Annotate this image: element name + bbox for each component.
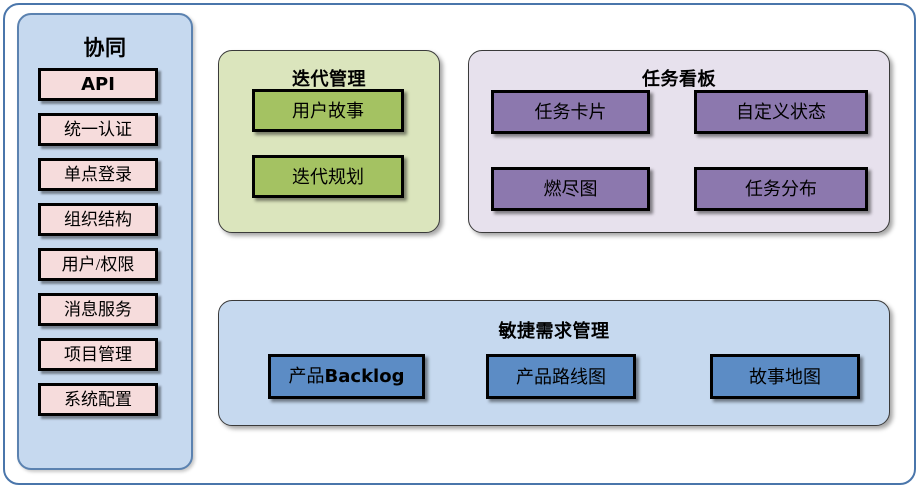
taskboard-item-custom-status-label: 自定义状态	[736, 102, 826, 122]
sidebar-item-message-service-label: 消息服务	[64, 300, 132, 319]
panel-task-board-title: 任务看板	[642, 69, 716, 90]
sidebar-item-sso[interactable]: 单点登录	[38, 158, 158, 191]
sidebar-item-user-permission[interactable]: 用户/权限	[38, 248, 158, 281]
agile-item-product-roadmap[interactable]: 产品路线图	[486, 354, 636, 399]
taskboard-item-task-distribution[interactable]: 任务分布	[694, 167, 868, 211]
taskboard-item-task-card-label: 任务卡片	[534, 102, 607, 122]
sidebar-item-unified-auth-label: 统一认证	[64, 120, 132, 139]
sidebar-item-api-label: API	[81, 73, 115, 95]
agile-item-story-map-label: 故事地图	[749, 366, 821, 387]
taskboard-item-burndown-chart[interactable]: 燃尽图	[491, 167, 650, 211]
taskboard-item-burndown-chart-label: 燃尽图	[543, 179, 598, 199]
sidebar-item-project-management[interactable]: 项目管理	[38, 338, 158, 371]
agile-item-product-backlog[interactable]: 产品Backlog	[268, 354, 425, 399]
sidebar-item-org-structure[interactable]: 组织结构	[38, 203, 158, 236]
agile-item-product-backlog-label: 产品Backlog	[288, 366, 405, 387]
iteration-item-user-story-label: 用户故事	[292, 100, 364, 121]
taskboard-item-custom-status[interactable]: 自定义状态	[694, 90, 868, 134]
sidebar-item-sso-label: 单点登录	[64, 165, 132, 184]
panel-iteration-management[interactable]: 迭代管理	[218, 50, 440, 233]
panel-collaboration-title: 协同	[83, 36, 127, 60]
taskboard-item-task-distribution-label: 任务分布	[745, 179, 817, 199]
sidebar-item-project-management-label: 项目管理	[64, 345, 132, 364]
panel-iteration-management-title: 迭代管理	[292, 69, 366, 90]
sidebar-item-system-config-label: 系统配置	[64, 390, 132, 409]
agile-item-product-roadmap-label: 产品路线图	[516, 366, 606, 387]
panel-agile-requirement-management-title: 敏捷需求管理	[498, 321, 610, 342]
iteration-item-iteration-planning-label: 迭代规划	[292, 166, 364, 187]
sidebar-item-message-service[interactable]: 消息服务	[38, 293, 158, 326]
agile-item-story-map[interactable]: 故事地图	[710, 354, 860, 399]
iteration-item-iteration-planning[interactable]: 迭代规划	[252, 155, 404, 198]
sidebar-item-system-config[interactable]: 系统配置	[38, 383, 158, 416]
sidebar-item-org-structure-label: 组织结构	[64, 210, 132, 229]
sidebar-item-api[interactable]: API	[38, 68, 158, 101]
iteration-item-user-story[interactable]: 用户故事	[252, 89, 404, 132]
sidebar-item-user-permission-label: 用户/权限	[61, 255, 135, 274]
sidebar-item-unified-auth[interactable]: 统一认证	[38, 113, 158, 146]
taskboard-item-task-card[interactable]: 任务卡片	[491, 90, 650, 134]
